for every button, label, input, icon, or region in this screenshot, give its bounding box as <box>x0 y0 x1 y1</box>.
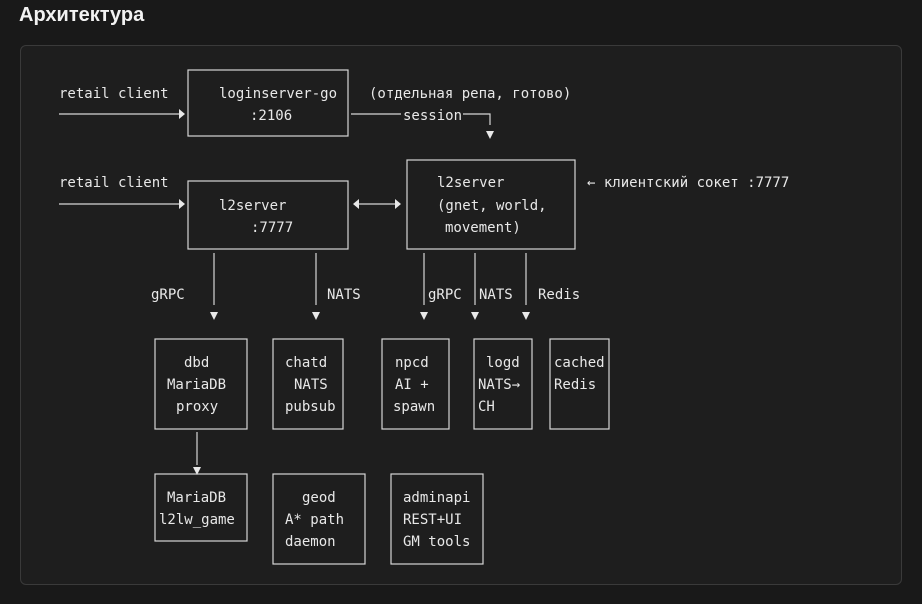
arrow-head-right <box>179 109 185 119</box>
adminapi-line2: REST+UI <box>403 512 462 528</box>
geod-line3: daemon <box>285 534 336 550</box>
edge-label-grpc-left: gRPC <box>151 287 185 303</box>
page-title: Архитектура <box>19 4 145 26</box>
loginserver-note: (отдельная репа, готово) <box>369 86 571 102</box>
logd-line2: NATS→ <box>478 377 520 393</box>
arrow-head-left <box>353 199 359 209</box>
l2server-right-box: l2server (gnet, world, movement) <box>406 159 576 250</box>
arrow-head-down <box>210 312 218 320</box>
npcd-line3: spawn <box>393 399 435 415</box>
chatd-line2: NATS <box>294 377 328 393</box>
l2server-right-line1: l2server <box>437 175 504 191</box>
architecture-diagram-block: retail client loginserver-go :2106 (отде… <box>20 45 902 585</box>
dbd-line3: proxy <box>176 399 218 415</box>
mariadb-line2: l2lw_game <box>159 512 235 528</box>
loginserver-port: :2106 <box>250 108 292 124</box>
l2server-right-line2: (gnet, world, <box>437 198 547 214</box>
l2server-left-box: l2server :7777 <box>187 180 349 250</box>
l2server-right-line3: movement) <box>445 220 521 236</box>
arrow-head-down <box>471 312 479 320</box>
socket-note: ← клиентский сокет :7777 <box>587 175 789 191</box>
arrow-head-right <box>395 199 401 209</box>
loginserver-box: loginserver-go :2106 <box>187 69 349 137</box>
chatd-line3: pubsub <box>285 399 336 415</box>
geod-line2: A* path <box>285 512 344 528</box>
arrow-head-down <box>420 312 428 320</box>
geod-box: geod A* path daemon <box>272 473 366 565</box>
arrow-head-down <box>312 312 320 320</box>
session-label: session <box>403 108 462 124</box>
l2server-left-port: :7777 <box>251 220 293 236</box>
edge-label-redis: Redis <box>538 287 580 303</box>
edge-label-nats-left: NATS <box>327 287 361 303</box>
logd-line1: logd <box>486 355 520 371</box>
logd-box: logd NATS→ CH <box>473 338 533 430</box>
edge-label-grpc-right: gRPC <box>428 287 462 303</box>
logd-line3: CH <box>478 399 495 415</box>
chatd-box: chatd NATS pubsub <box>272 338 344 430</box>
dbd-line2: MariaDB <box>167 377 226 393</box>
mariadb-line1: MariaDB <box>167 490 226 506</box>
adminapi-line3: GM tools <box>403 534 470 550</box>
adminapi-line1: adminapi <box>403 490 470 506</box>
dbd-box: dbd MariaDB proxy <box>154 338 248 430</box>
mariadb-box: MariaDB l2lw_game <box>154 473 248 542</box>
edge-label-nats-right: NATS <box>479 287 513 303</box>
l2server-left-name: l2server <box>219 198 286 214</box>
arrow-head-down <box>486 131 494 139</box>
npcd-line1: npcd <box>395 355 429 371</box>
npcd-line2: AI + <box>395 377 429 393</box>
cached-line1: cached <box>554 355 605 371</box>
session-connector-right <box>463 113 491 125</box>
retail-client-label-2: retail client <box>59 175 169 191</box>
retail-client-label-1: retail client <box>59 86 169 102</box>
adminapi-box: adminapi REST+UI GM tools <box>390 473 484 565</box>
cached-line2: Redis <box>554 377 596 393</box>
dbd-line1: dbd <box>184 355 209 371</box>
npcd-box: npcd AI + spawn <box>381 338 450 430</box>
geod-line1: geod <box>302 490 336 506</box>
arrow-head-down <box>193 467 201 475</box>
cached-box: cached Redis <box>549 338 610 430</box>
chatd-line1: chatd <box>285 355 327 371</box>
arrow-head-down <box>522 312 530 320</box>
loginserver-name: loginserver-go <box>219 86 337 102</box>
arrow-head-right <box>179 199 185 209</box>
